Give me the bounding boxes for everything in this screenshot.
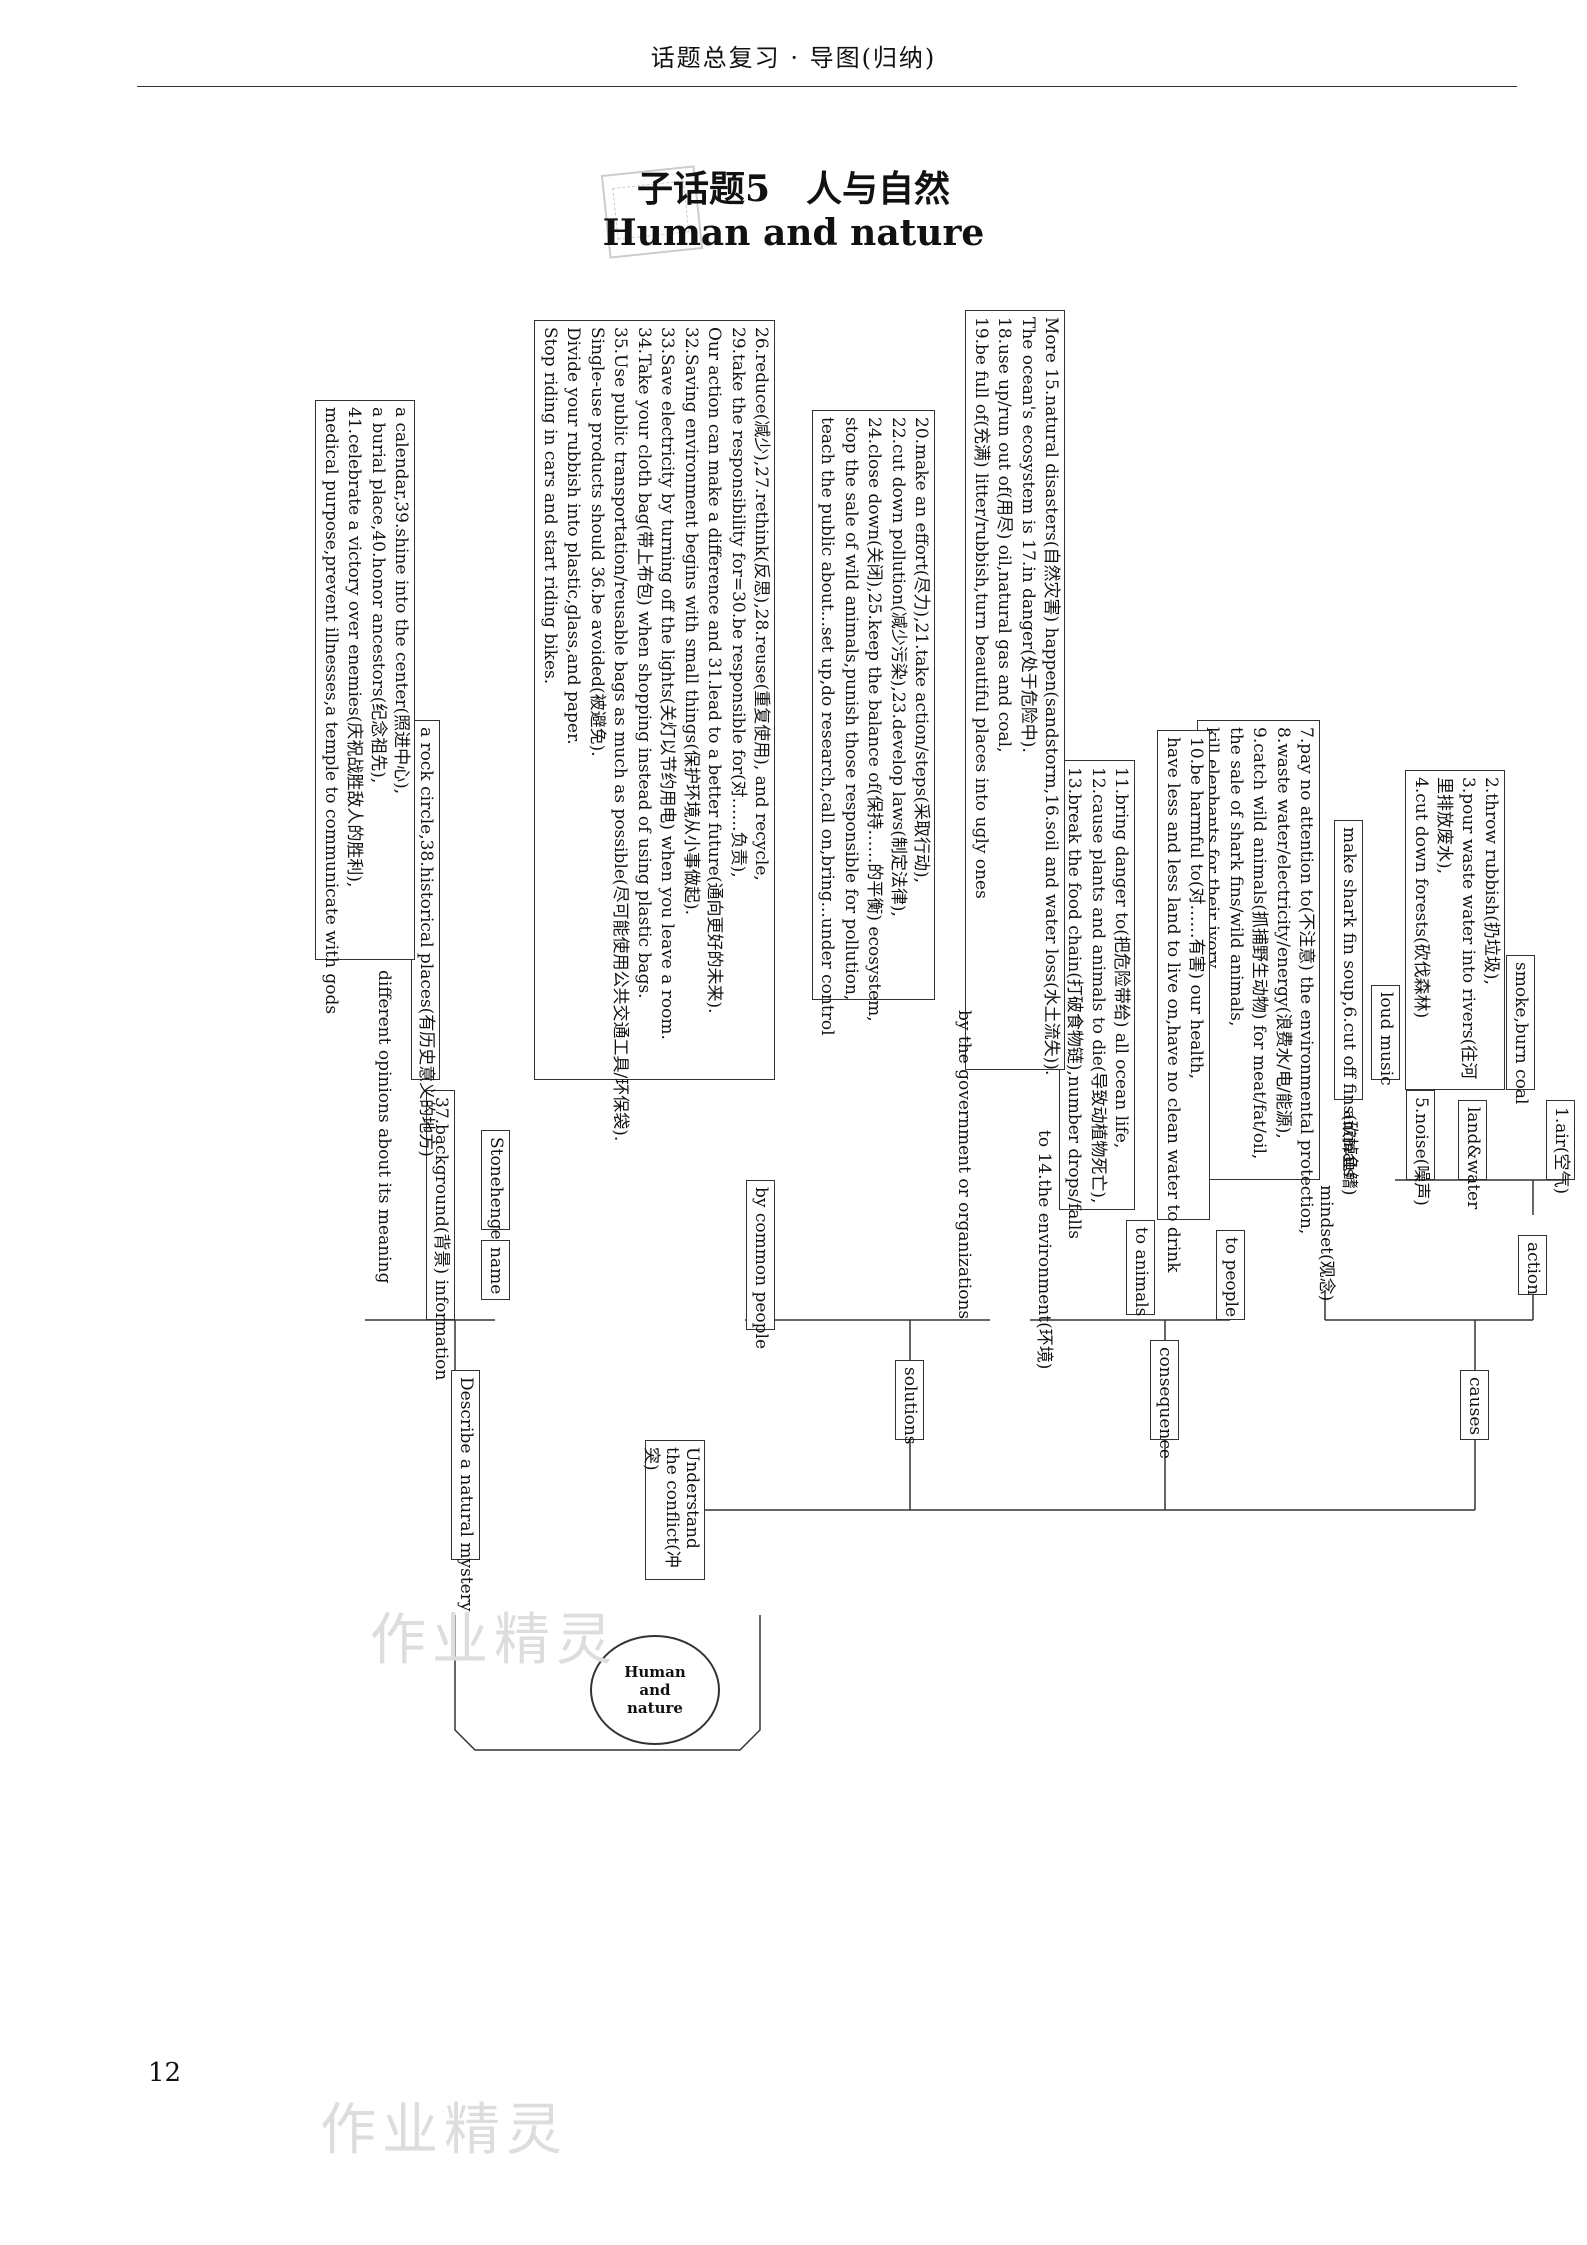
center-label-line: and: [639, 1681, 671, 1699]
by-government-items: 20.make an effort(尽力),21.take action/ste…: [811, 410, 935, 1036]
by-common-item: 34.Take your cloth bag(带上布包) when shoppi…: [633, 327, 654, 999]
node-by-government: by the government or organizations: [954, 1010, 974, 1320]
by-common-item: Divide your rubbish into plastic,glass,a…: [563, 327, 584, 745]
by-common-item: Single-use products should 36.be avoided…: [586, 327, 607, 757]
opinions-items: a calendar,39.shine into the center(照进中心…: [315, 400, 415, 1015]
mindset-item: 7.pay no attention to(不注意) the environme…: [1296, 727, 1316, 1235]
to-env-item: More 15.natural disasters(自然灾害) happen(s…: [1041, 317, 1061, 1076]
to-people-item: 10.be harmful to(对……有害) our health,: [1186, 737, 1206, 1080]
node-different-opinions: different opinions about its meaning: [374, 970, 394, 1284]
land-water-item: 2.throw rubbish(扔垃圾),: [1481, 777, 1501, 985]
topic-title-cn: 子话题5 人与自然: [636, 168, 951, 210]
branch-understand: Understand the conflict(冲突): [641, 1440, 705, 1580]
node-stonehenge: Stonehenge: [480, 1130, 510, 1240]
node-by-common-people: by common people: [745, 1180, 775, 1349]
node-name: name: [480, 1240, 510, 1300]
mind-map: Human and nature Understand the conflict…: [125, 310, 1575, 1890]
by-common-item: 35.Use public transportation/reusable ba…: [610, 327, 631, 1142]
to-env-item: The ocean's ecosystem is 17.in danger(处于…: [1017, 317, 1038, 753]
to-env-item: 18.use up/run out of(用尽) oil,natural gas…: [994, 317, 1015, 753]
page-number: 12: [148, 2058, 182, 2088]
node-land-water: land&water: [1457, 1100, 1487, 1209]
by-common-item: 33.Save electricity by turning off the l…: [657, 327, 678, 1040]
node-noise: 5.noise(噪声): [1405, 1090, 1435, 1206]
opinion-item: medical purpose,prevent illnesses,a temp…: [320, 407, 341, 1015]
noise-items: loud music: [1370, 985, 1400, 1086]
header-divider: [137, 86, 1517, 87]
node-action: action: [1517, 1235, 1547, 1295]
to-animals-item: 13.break the food chain(打破食物链),number dr…: [1064, 767, 1085, 1239]
node-solutions: solutions: [894, 1360, 924, 1445]
to-env-item: 19.be full of(充满) litter/rubbish,turn be…: [970, 317, 991, 899]
by-common-item: 32.Saving environment begins with small …: [680, 327, 701, 916]
branch-describe: Describe a natural mystery: [450, 1370, 480, 1611]
node-mindset: mindset(观念): [1316, 1185, 1336, 1302]
air-items: smoke,burn coal: [1505, 955, 1535, 1104]
node-causes: causes: [1459, 1370, 1489, 1440]
by-common-item: Our action can make a difference and 31.…: [704, 327, 725, 1014]
mindset-item: 8.waste water/electricity/energy(浪费水/电/能…: [1272, 727, 1293, 1139]
to-animals-item: 12.cause plants and animals to die(导致动植物…: [1087, 767, 1108, 1204]
by-common-item: 29.take the responsibility for=30.be res…: [727, 327, 748, 878]
node-to-environment: to 14.the environment(环境): [1034, 1130, 1054, 1370]
to-animals-items: 11.bring danger to(把危险带给) all ocean life…: [1058, 760, 1135, 1239]
animals-items: make shark fin soup,6.cut off fins(砍掉鱼鳍): [1333, 820, 1363, 1195]
node-to-people: to people: [1215, 1230, 1245, 1320]
page-header-title: 话题总复习 · 导图(归纳): [650, 44, 937, 72]
by-gov-item: 22.cut down pollution(减少污染),23.develop l…: [887, 417, 908, 917]
watermark: 作业精灵: [320, 2098, 568, 2163]
topic-title-en: Human and nature: [602, 212, 985, 254]
watermark: 作业精灵: [370, 1608, 618, 1673]
center-label-line: nature: [627, 1699, 683, 1717]
by-gov-item: 24.close down(关闭),25.keep the balance of…: [864, 417, 885, 1022]
by-gov-item: stop the sale of wild animals,punish tho…: [840, 417, 861, 1001]
land-water-items: 2.throw rubbish(扔垃圾), 3.pour waste water…: [1405, 770, 1505, 1090]
by-gov-item: teach the public about...set up,do resea…: [817, 417, 838, 1036]
mindset-items: 7.pay no attention to(不注意) the environme…: [1196, 720, 1320, 1235]
to-environment-items: More 15.natural disasters(自然灾害) happen(s…: [965, 310, 1065, 1076]
node-to-animals: to animals: [1125, 1220, 1155, 1316]
node-air: 1.air(空气): [1545, 1100, 1575, 1194]
center-label-line: Human: [624, 1663, 686, 1681]
by-common-item: Stop riding in cars and start riding bik…: [539, 327, 560, 685]
node-consequence: consequence: [1149, 1340, 1179, 1459]
to-people-item: have less and less land to live on,have …: [1162, 737, 1183, 1273]
by-gov-item: 20.make an effort(尽力),21.take action/ste…: [911, 417, 931, 884]
opinion-item: 41.celebrate a victory over enemies(庆祝战胜…: [344, 407, 365, 888]
land-water-item: 3.pour waste water into rivers(往河里排放废水),: [1434, 777, 1478, 1080]
by-common-item: 26.reduce(减少),27.rethink(反思),28.reuse(重复…: [751, 327, 771, 881]
opinion-item: a calendar,39.shine into the center(照进中心…: [391, 407, 411, 795]
by-common-people-items: 26.reduce(减少),27.rethink(反思),28.reuse(重复…: [534, 320, 775, 1142]
mindset-item: 9.catch wild animals(抓捕野生动物) for meat/fa…: [1249, 727, 1270, 1160]
to-animals-item: 11.bring danger to(把危险带给) all ocean life…: [1111, 767, 1131, 1149]
opinion-item: a burial place,40.honor ancestors(纪念祖先),: [367, 407, 388, 784]
to-people-items: 10.be harmful to(对……有害) our health, have…: [1157, 730, 1210, 1273]
mindset-item: the sale of shark fins/wild animals,: [1225, 727, 1246, 1027]
land-water-item: 4.cut down forests(砍伐森林): [1410, 777, 1431, 1019]
